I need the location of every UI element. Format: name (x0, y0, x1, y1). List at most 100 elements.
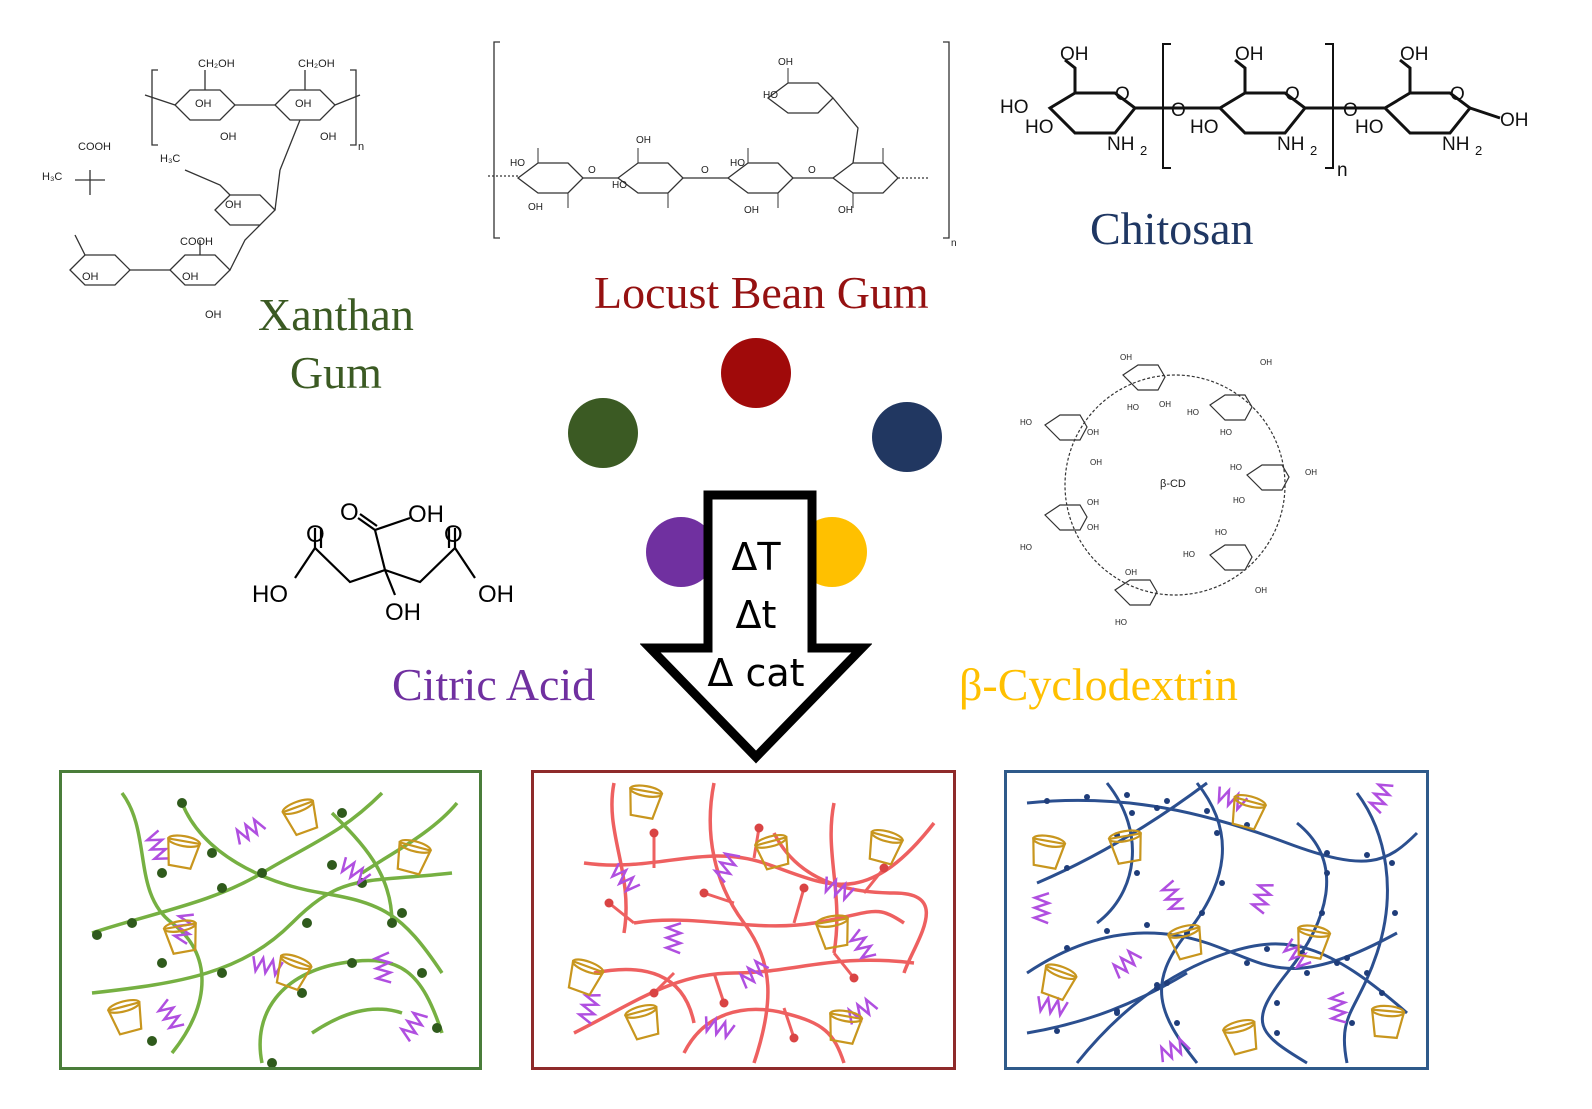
cup-body (1032, 837, 1067, 870)
arrow-cat-label: Δ cat (707, 651, 805, 695)
cup-body (567, 959, 605, 997)
crosslink-zigzag (1159, 1035, 1191, 1063)
lbg-oh-2: OH (636, 135, 651, 146)
locust-branch-end (604, 898, 614, 908)
cyclodextrin-cup (868, 828, 905, 866)
bcd-ho-8: HO (1115, 618, 1127, 627)
bcd-oh-5: OH (1255, 586, 1267, 595)
cup-body (629, 787, 664, 820)
chitosan-ho-3: HO (1190, 117, 1219, 138)
chitosan-chain (1160, 782, 1224, 1064)
chitosan-chain-dot (1064, 945, 1070, 951)
chitosan-chain-dot (1274, 1000, 1280, 1006)
xanthan-side-dot (147, 1036, 157, 1046)
cyclodextrin-cup (1032, 834, 1067, 870)
lbg-ho-3: HO (730, 158, 745, 169)
xanthan-h3c: H₃C (42, 171, 62, 183)
locust-chain (573, 958, 915, 1035)
chitosan-nh-3: NH (1442, 134, 1469, 155)
bcd-label: β-Cyclodextrin (959, 659, 1238, 710)
xanthan-structure: CH₂OH CH₂OH OH OH OH OH COOH H₃C H₃C OH … (42, 58, 364, 321)
bcd-ho-1: HO (1127, 403, 1139, 412)
xanthan-chain (91, 871, 453, 995)
chitosan-chain-dot (1064, 865, 1070, 871)
chitosan-chain-dot (1392, 910, 1398, 916)
locust-branch-end (699, 888, 709, 898)
chitosan-chain-dot (1319, 910, 1325, 916)
lbg-oh-1: OH (528, 202, 543, 213)
xanthan-side-dot (177, 798, 187, 808)
citric-acid-structure: O OH O O HO OH OH (252, 500, 514, 626)
chitosan-dot (872, 402, 942, 472)
cup-body (1040, 964, 1078, 1002)
chitosan-chain-dot (1164, 798, 1170, 804)
chitosan-oh-4: OH (1500, 110, 1529, 131)
bcd-oh-9: OH (1087, 428, 1099, 437)
bcd-ho-3: HO (1220, 428, 1232, 437)
chitosan-oh-2: OH (1235, 44, 1264, 65)
xanthan-side-dot (417, 968, 427, 978)
locust-branch (832, 952, 856, 979)
chitosan-chain-dot (1264, 946, 1270, 952)
chitosan-chain-dot (1214, 830, 1220, 836)
cyclodextrin-cup (753, 833, 790, 871)
locust-branch (792, 887, 806, 924)
process-arrow (640, 490, 872, 764)
bcd-oh-6: OH (1125, 568, 1137, 577)
xanthan-oh-5: OH (225, 199, 242, 211)
bcd-center-label: β-CD (1160, 478, 1186, 490)
chitosan-chain-dot (1154, 985, 1160, 991)
chitosan-chain-dot (1389, 860, 1395, 866)
chitosan-chain-dot (1144, 922, 1150, 928)
chitosan-chain-dot (1219, 880, 1225, 886)
locust-network (567, 782, 936, 1064)
chitosan-chain-dot (1129, 810, 1135, 816)
bcd-oh-4: OH (1305, 468, 1317, 477)
xanthan-chain (311, 1007, 403, 1035)
xanthan-side-dot (337, 808, 347, 818)
crosslink-zigzag (1326, 991, 1350, 1024)
chitosan-chain-dot (1244, 960, 1250, 966)
crosslink-zigzag (398, 1010, 429, 1043)
locust-branch (703, 891, 735, 905)
locust-branch (608, 901, 635, 925)
chitosan-chain-dot (1054, 1028, 1060, 1034)
locust-chain (610, 782, 628, 934)
xanthan-label-line2: Gum (289, 347, 382, 398)
crosslink-zigzag (1217, 786, 1249, 813)
chitosan-sub-3: 2 (1475, 143, 1482, 158)
cup-rim (398, 838, 432, 854)
chitosan-chain-dot (1334, 960, 1340, 966)
cup-rim (624, 1003, 658, 1019)
locust-chain (829, 802, 839, 954)
chitosan-sub-2: 2 (1310, 143, 1317, 158)
cup-rim (279, 953, 313, 971)
xanthan-cooh-1: COOH (78, 141, 111, 153)
cup-rim (1233, 793, 1267, 809)
crosslink-zigzag (847, 928, 877, 960)
chitosan-o-4: O (1343, 100, 1358, 121)
cup-body (1166, 925, 1203, 961)
chitosan-ho-2: HO (1025, 117, 1054, 138)
chitosan-structure: OH HO HO O NH 2 O OH HO O NH 2 n O OH HO… (1000, 43, 1529, 181)
xanthan-oh-7: OH (182, 271, 199, 283)
chitosan-chain-dot (1199, 910, 1205, 916)
xanthan-network (91, 791, 459, 1068)
cup-body (753, 835, 790, 871)
locust-branch-end (719, 998, 729, 1008)
cup-body (1297, 927, 1332, 960)
chitosan-chain (1342, 792, 1389, 1064)
xanthan-n: n (358, 141, 364, 153)
locust-branch (862, 867, 886, 894)
locust-branch-end (649, 828, 659, 838)
chitosan-chain-dot (1324, 850, 1330, 856)
xanthan-label-line1: Xanthan (258, 289, 414, 340)
xanthan-side-dot (297, 988, 307, 998)
chitosan-chain-dot (1344, 955, 1350, 961)
xanthan-side-dot (217, 968, 227, 978)
cup-body (106, 1000, 143, 1036)
chitosan-ho-4: HO (1355, 117, 1384, 138)
xanthan-side-dot (92, 930, 102, 940)
crosslink-zigzag (235, 816, 267, 845)
locust-chain (633, 909, 905, 928)
